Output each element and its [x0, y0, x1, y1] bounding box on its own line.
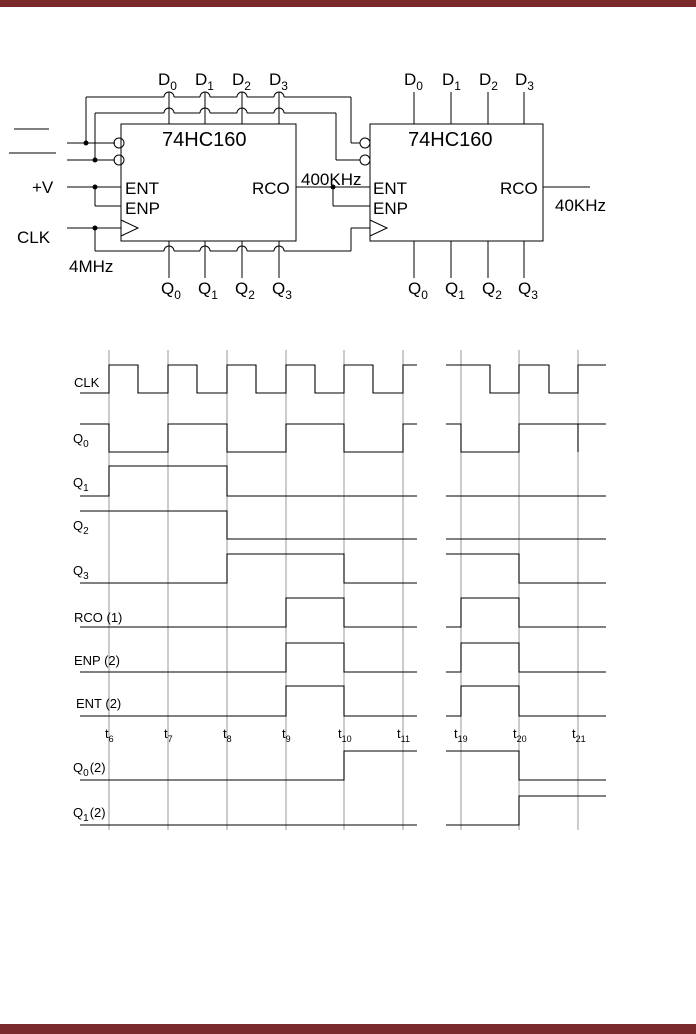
time-marker-t7: t7	[164, 726, 173, 744]
chip1-rco-label: RCO	[252, 179, 290, 198]
signal-label-enp2: ENP (2)	[74, 653, 120, 668]
chip2-d2-label: D2	[479, 70, 498, 93]
chip2-rco-label: RCO	[500, 179, 538, 198]
chip1-d0-label: D0	[158, 70, 177, 93]
wave-rco1	[80, 597, 417, 628]
chip1-name: 74HC160	[162, 129, 247, 151]
bottom-border-bar	[0, 1024, 696, 1034]
wave-q2	[80, 510, 417, 540]
signal-label-q1: Q1	[73, 475, 89, 494]
wave-q0-2	[80, 750, 417, 781]
wave-enp2	[80, 642, 417, 673]
signal-label-q3: Q3	[73, 563, 89, 582]
timing-signal-labels: CLK Q0 Q1 Q2 Q3 RCO (1) ENP (2) ENT (2) …	[73, 375, 122, 824]
wave-q3	[80, 553, 417, 584]
wave-q3-b	[446, 553, 606, 584]
wave-q0	[80, 423, 417, 453]
wave-ent2	[80, 685, 417, 717]
signal-label-q0-2: Q0(2)	[73, 760, 106, 779]
wave-rco1-b	[446, 597, 606, 628]
schematic-wires	[9, 91, 590, 278]
time-marker-t8: t8	[223, 726, 232, 744]
chip1-q0-label: Q0	[161, 279, 181, 302]
chip2-ent-label: ENT	[373, 179, 407, 198]
chip2-d0-label: D0	[404, 70, 423, 93]
chip2-d1-label: D1	[442, 70, 461, 93]
chip2-q1-label: Q1	[445, 279, 465, 302]
chip1-q2-label: Q2	[235, 279, 255, 302]
chip1-ent-label: ENT	[125, 179, 159, 198]
schematic-labels: 74HC160 74HC160 ENT ENP RCO ENT ENP RCO …	[17, 70, 606, 302]
time-marker-t6: t6	[105, 726, 114, 744]
chip2-q3-label: Q3	[518, 279, 538, 302]
wave-q0-b	[446, 423, 606, 453]
chip1-box	[120, 123, 297, 242]
time-marker-t20: t20	[513, 726, 527, 744]
chip1-enp-label: ENP	[125, 199, 160, 218]
time-marker-t21: t21	[572, 726, 586, 744]
mid-freq-label: 400KHz	[301, 170, 361, 189]
time-marker-t11: t11	[397, 726, 410, 744]
chip1-d3-label: D3	[269, 70, 288, 93]
out-freq-label: 40KHz	[555, 196, 606, 215]
time-marker-t19: t19	[454, 726, 468, 744]
chip2-name: 74HC160	[408, 129, 493, 151]
wave-ent2-b	[446, 685, 606, 717]
chip1-q1-label: Q1	[198, 279, 218, 302]
chip1-d2-label: D2	[232, 70, 251, 93]
wave-q0-2-b	[446, 750, 606, 781]
chip2-q0-label: Q0	[408, 279, 428, 302]
wave-enp2-b	[446, 642, 606, 673]
junction-dots	[83, 140, 336, 231]
wave-q1	[80, 465, 417, 497]
wave-clk	[80, 364, 417, 394]
wave-clk-b	[446, 364, 606, 394]
signal-label-rco1: RCO (1)	[74, 610, 122, 625]
chip1-q3-label: Q3	[272, 279, 292, 302]
chip2-d3-label: D3	[515, 70, 534, 93]
time-marker-labels: t6 t7 t8 t9 t10 t11 t19 t20 t21	[105, 726, 586, 744]
time-marker-t10: t10	[338, 726, 352, 744]
chip1-d1-label: D1	[195, 70, 214, 93]
supply-label: +V	[32, 178, 54, 197]
signal-label-q2: Q2	[73, 518, 89, 537]
clock-freq-label: 4MHz	[69, 257, 113, 276]
time-marker-t9: t9	[282, 726, 291, 744]
chip2-q2-label: Q2	[482, 279, 502, 302]
chip2-box	[369, 123, 544, 242]
clock-label: CLK	[17, 228, 51, 247]
top-border-bar	[0, 0, 696, 7]
signal-label-q0: Q0	[73, 431, 89, 450]
signal-label-clk: CLK	[74, 375, 100, 390]
signal-label-ent2: ENT (2)	[76, 696, 121, 711]
signal-label-q1-2: Q1(2)	[73, 805, 106, 824]
chip2-enp-label: ENP	[373, 199, 408, 218]
waveforms	[80, 364, 606, 826]
wave-q1-2-b	[446, 795, 606, 826]
